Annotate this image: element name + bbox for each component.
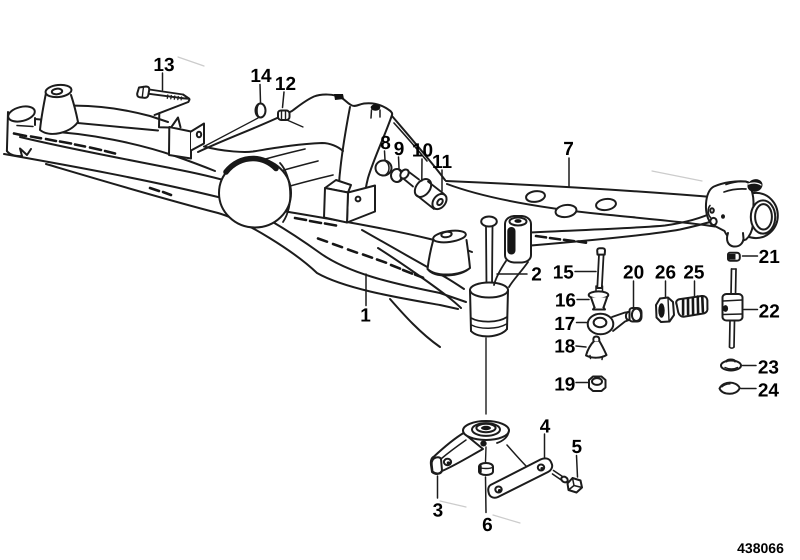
svg-text:24: 24 xyxy=(758,381,780,402)
svg-text:26: 26 xyxy=(655,263,676,284)
svg-text:25: 25 xyxy=(683,263,705,284)
svg-text:12: 12 xyxy=(275,74,296,95)
svg-text:18: 18 xyxy=(554,337,575,358)
svg-text:20: 20 xyxy=(623,263,644,284)
svg-text:16: 16 xyxy=(555,291,576,312)
svg-text:8: 8 xyxy=(380,133,391,154)
svg-text:1: 1 xyxy=(360,306,371,327)
svg-text:17: 17 xyxy=(554,314,575,335)
svg-text:19: 19 xyxy=(554,375,575,396)
svg-text:14: 14 xyxy=(250,66,272,87)
svg-text:4: 4 xyxy=(540,416,551,437)
svg-text:15: 15 xyxy=(553,263,575,284)
svg-text:6: 6 xyxy=(482,515,493,536)
svg-text:13: 13 xyxy=(153,55,174,76)
svg-text:3: 3 xyxy=(433,501,444,522)
svg-text:2: 2 xyxy=(531,265,542,286)
svg-text:10: 10 xyxy=(412,141,433,162)
svg-text:9: 9 xyxy=(394,139,405,160)
svg-text:21: 21 xyxy=(759,247,781,268)
svg-text:5: 5 xyxy=(572,437,583,458)
svg-text:438066: 438066 xyxy=(737,540,784,556)
svg-text:7: 7 xyxy=(563,139,574,160)
svg-text:22: 22 xyxy=(759,302,780,323)
svg-text:23: 23 xyxy=(758,358,779,379)
svg-text:11: 11 xyxy=(432,152,453,173)
